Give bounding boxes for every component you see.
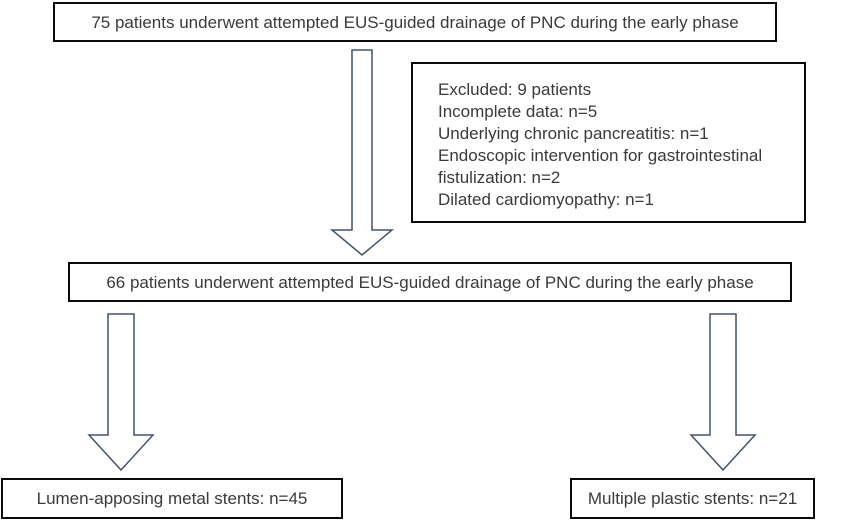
enrollment-box: 75 patients underwent attempted EUS-guid… [53,2,777,42]
plastic-stents-group-box: Multiple plastic stents: n=21 [570,478,815,519]
excluded-item-dilated-cardiomyopathy: Dilated cardiomyopathy: n=1 [438,190,654,209]
included-box: 66 patients underwent attempted EUS-guid… [68,262,792,302]
lams-group-box: Lumen-apposing metal stents: n=45 [1,478,343,519]
excluded-box: Excluded: 9 patients Incomplete data: n=… [411,62,806,223]
enrollment-box-text: 75 patients underwent attempted EUS-guid… [91,12,739,32]
excluded-item-gi-fistulization: Endoscopic intervention for gastrointest… [438,146,763,187]
plastic-stents-group-text: Multiple plastic stents: n=21 [587,489,798,508]
excluded-summary: Excluded: 9 patients [438,80,592,99]
block-arrow-down-right-icon [689,313,757,472]
block-arrow-down-left-icon [87,313,155,472]
block-arrow-down-center-icon [329,49,395,256]
lams-group-text: Lumen-apposing metal stents: n=45 [36,489,308,508]
included-box-text: 66 patients underwent attempted EUS-guid… [106,272,754,292]
excluded-item-incomplete-data: Incomplete data: n=5 [438,102,598,121]
excluded-item-chronic-pancreatitis: Underlying chronic pancreatitis: n=1 [438,124,709,143]
